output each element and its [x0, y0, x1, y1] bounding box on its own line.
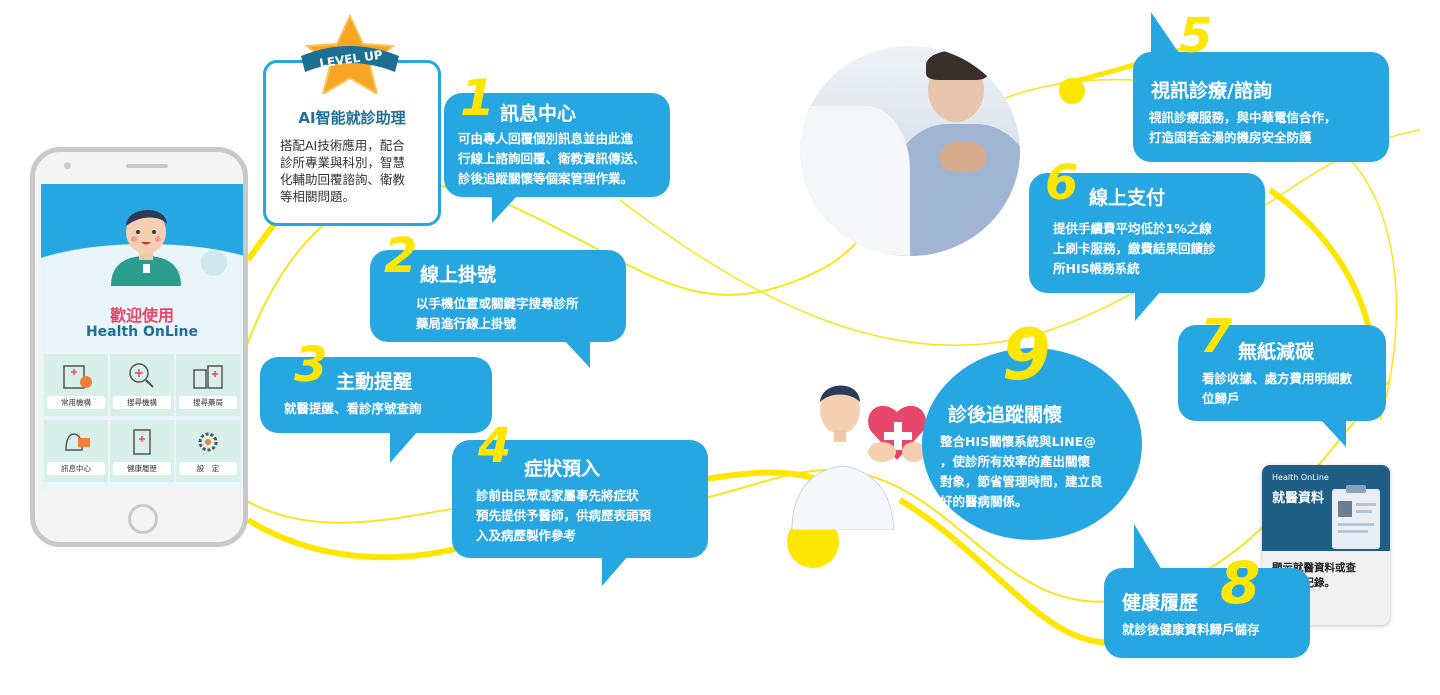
- ai-assistant-card: AI智能就診助理 搭配AI技術應用，配合 診所專業與科別，智慧 化輔助回覆諮詢、…: [263, 60, 441, 226]
- step-title: 症狀預入: [524, 458, 601, 480]
- photo-patient-hair: [926, 50, 988, 80]
- step-title: 訊息中心: [500, 103, 577, 125]
- step-bubble-9: 9 診後追蹤關懷 整合HIS關懷系統與LINE@，使診所有效率的產出關懷對象，節…: [922, 320, 1142, 540]
- bubble-tail: [602, 556, 628, 586]
- ai-title: AI智能就診助理: [298, 109, 406, 127]
- step-description: 診前由民眾或家屬事先將症狀預先提供予醫師，供病歷表頭預入及病歷製作參考: [476, 488, 652, 543]
- bubble-tail: [564, 340, 590, 368]
- step-title: 健康履歷: [1122, 592, 1199, 614]
- doctor-avatar-icon: [111, 209, 181, 286]
- step-description: 可由專人回覆個別訊息並由此進行線上諮詢回覆、衛教資訊傳送、診後追蹤關懷等個案管理…: [458, 131, 646, 186]
- step-title: 診後追蹤關懷: [948, 404, 1063, 426]
- step-description: 看診收據、處方費用明細數位歸戶: [1202, 371, 1353, 406]
- tile-health-record[interactable]: 健康履歷: [110, 420, 174, 482]
- step-number: 4: [478, 418, 512, 474]
- phone-camera: [64, 162, 71, 169]
- step-description: 視訊診療服務，與中華電信合作，打造固若金湯的機房安全防護: [1149, 110, 1337, 145]
- search-icon: [129, 363, 154, 388]
- ai-line: 診所專業與科別，智慧: [280, 155, 406, 170]
- step-number: 9: [1002, 314, 1051, 396]
- phone-screen: 歡迎使用 Health OnLine 常用機構 搜尋機構 搜尋藥局 訊息中心 健…: [41, 184, 243, 490]
- ai-description: 搭配AI技術應用，配合 診所專業與科別，智慧 化輔助回覆諮詢、衛教 等相關問題。: [280, 137, 430, 205]
- decor-circle: [201, 250, 227, 276]
- step-title: 主動提醒: [336, 371, 413, 393]
- step-number: 6: [1045, 155, 1079, 211]
- pharmacy-icon: [193, 365, 223, 389]
- step-description: 就醫提醒、看診序號查詢: [284, 401, 422, 416]
- step-bubble-7: 7 無紙減碳 看診收據、處方費用明細數位歸戶: [1178, 313, 1386, 447]
- record-brand: Health OnLine: [1272, 473, 1329, 482]
- step-bubble-3: 3 主動提醒 就醫提醒、看診序號查詢: [260, 341, 492, 463]
- bubble-tail: [1151, 12, 1181, 56]
- step-number: 7: [1200, 309, 1233, 363]
- step-bubble-4: 4 症狀預入 診前由民眾或家屬事先將症狀預先提供予醫師，供病歷表頭預入及病歷製作…: [452, 422, 708, 586]
- tile-label: 設 定: [179, 462, 237, 475]
- bell-icon: [65, 433, 90, 451]
- doctor-heart-illustration: [791, 385, 926, 530]
- step-description: 就診後健康資料歸戶儲存: [1122, 622, 1260, 637]
- step-description: 整合HIS關懷系統與LINE@，使診所有效率的產出關懷對象，節省管理時間，建立良…: [940, 434, 1103, 509]
- step-title: 線上掛號: [420, 264, 497, 286]
- step-number: 3: [294, 337, 328, 393]
- phone-speaker: [126, 164, 168, 168]
- phone-home-button[interactable]: [128, 504, 158, 534]
- tile-label: 健康履歷: [113, 462, 171, 475]
- gear-icon: [198, 432, 218, 452]
- tile-label: 搜尋藥局: [179, 396, 237, 409]
- welcome-text: 歡迎使用: [109, 306, 174, 325]
- step-title: 無紙減碳: [1238, 341, 1315, 363]
- tile-label: 訊息中心: [47, 462, 105, 475]
- step-bubble-5: 5 視訊診療/諮詢 視訊診療服務，與中華電信合作，打造固若金湯的機房安全防護: [1133, 12, 1389, 162]
- step-number: 1: [460, 69, 495, 127]
- level-up-star-icon: [301, 14, 399, 94]
- photo-hands: [940, 142, 986, 172]
- clipboard-document-icon: [1332, 485, 1380, 549]
- step-number: 8: [1220, 549, 1261, 617]
- bubble-tail: [1134, 524, 1162, 570]
- ai-line: 等相關問題。: [280, 189, 356, 204]
- tile-search-clinics[interactable]: 搜尋機構: [110, 354, 174, 416]
- brand-text: Health OnLine: [85, 324, 199, 340]
- bubble-tail: [1135, 291, 1161, 321]
- record-title: 就醫資料: [1272, 491, 1325, 506]
- tile-settings[interactable]: 設 定: [176, 420, 240, 482]
- photo-doctor-coat: [800, 106, 910, 256]
- step-bubble-2: 2 線上掛號 以手機位置或關鍵字搜尋診所藥局進行線上掛號: [370, 232, 626, 368]
- tile-label: 搜尋機構: [113, 396, 171, 409]
- tile-common-clinics[interactable]: 常用機構: [44, 354, 108, 416]
- bubble-tail: [1320, 419, 1346, 447]
- record-card: Health OnLine 就醫資料 顯示就醫資料或查看過往紀錄。: [1262, 465, 1390, 625]
- step-bubble-8: 健康履歷 8 就診後健康資料歸戶儲存: [1104, 524, 1310, 658]
- step-number: 2: [384, 228, 418, 284]
- step-description: 提供手續費平均低於1%之線上刷卡服務，繳費結果回饋診所HIS帳務系統: [1053, 221, 1216, 276]
- tile-search-pharmacy[interactable]: 搜尋藥局: [176, 354, 240, 416]
- ai-line: 化輔助回覆諮詢、衛教: [280, 172, 406, 187]
- tile-message-center[interactable]: 訊息中心: [44, 420, 108, 482]
- ai-line: 搭配AI技術應用，配合: [280, 138, 405, 153]
- step-number: 5: [1179, 8, 1213, 64]
- step-description: 以手機位置或關鍵字搜尋診所藥局進行線上掛號: [416, 296, 579, 331]
- step-title: 視訊診療/諮詢: [1151, 80, 1272, 102]
- doctor-patient-photo: [800, 46, 1020, 256]
- step-bubble-1: 1 訊息中心 可由專人回覆個別訊息並由此進行線上諮詢回覆、衛教資訊傳送、診後追蹤…: [444, 73, 670, 223]
- step-title: 線上支付: [1089, 187, 1166, 209]
- clipboard-icon: [133, 429, 151, 455]
- bubble-tail: [390, 431, 418, 463]
- step-bubble-6: 6 線上支付 提供手續費平均低於1%之線上刷卡服務，繳費結果回饋診所HIS帳務系…: [1029, 159, 1265, 321]
- hospital-icon: [63, 365, 92, 389]
- bubble-tail: [492, 195, 518, 223]
- tile-label: 常用機構: [47, 396, 105, 409]
